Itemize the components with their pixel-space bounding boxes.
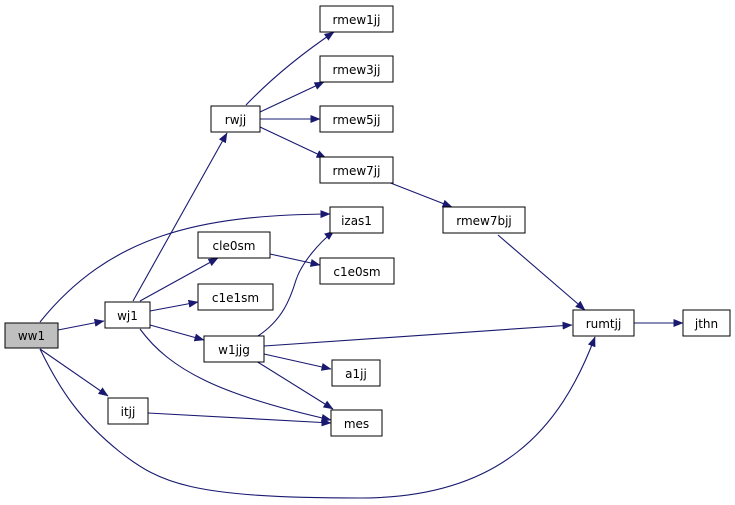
node-rmew7jj[interactable]: rmew7jj bbox=[319, 156, 394, 184]
edge-w1jjg-a1jj bbox=[263, 353, 332, 371]
node-label: rmew1jj bbox=[333, 13, 381, 27]
node-ww1[interactable]: ww1 bbox=[4, 322, 59, 349]
node-label: c1e0sm bbox=[333, 265, 380, 279]
edge-w1jjg-mes bbox=[255, 360, 334, 410]
node-label: rmew5jj bbox=[333, 113, 381, 127]
node-label: rmew7bjj bbox=[456, 214, 512, 228]
node-box bbox=[329, 206, 384, 234]
node-label: rwjj bbox=[225, 113, 246, 127]
edge-line bbox=[39, 348, 109, 397]
node-box bbox=[319, 156, 394, 184]
edges-layer bbox=[39, 31, 684, 499]
edge-ww1-izas1 bbox=[39, 210, 331, 323]
node-w1jjg[interactable]: w1jjg bbox=[203, 335, 265, 363]
node-box bbox=[203, 335, 265, 363]
node-c1e1sm[interactable]: c1e1sm bbox=[197, 283, 274, 311]
edge-line bbox=[57, 318, 105, 331]
node-box bbox=[319, 105, 394, 133]
node-mes[interactable]: mes bbox=[330, 409, 383, 437]
edge-cle0sm-c1e0sm bbox=[269, 253, 321, 267]
edge-line bbox=[497, 234, 586, 311]
node-rmew3jj[interactable]: rmew3jj bbox=[319, 55, 394, 83]
edge-rwjj-rmew7jj bbox=[259, 126, 327, 159]
node-box bbox=[330, 409, 383, 437]
node-itjj[interactable]: itjj bbox=[107, 397, 149, 425]
edge-line bbox=[139, 257, 219, 302]
node-jthn[interactable]: jthn bbox=[682, 309, 731, 337]
edge-wj1-rwjj bbox=[132, 132, 228, 302]
node-rwjj[interactable]: rwjj bbox=[210, 105, 261, 133]
node-box bbox=[210, 105, 261, 133]
node-box bbox=[331, 359, 381, 387]
edge-wj1-c1e1sm bbox=[149, 299, 199, 312]
node-label: c1e1sm bbox=[212, 291, 259, 305]
edge-line bbox=[387, 181, 453, 208]
edge-line bbox=[259, 126, 327, 159]
edge-rwjj-rmew3jj bbox=[259, 81, 325, 113]
node-label: w1jjg bbox=[218, 343, 250, 357]
node-box bbox=[104, 301, 151, 329]
node-label: rmew7jj bbox=[333, 164, 381, 178]
node-box bbox=[572, 309, 635, 337]
node-box bbox=[197, 283, 274, 311]
edge-line bbox=[263, 321, 573, 347]
node-izas1[interactable]: izas1 bbox=[329, 206, 384, 234]
node-label: itjj bbox=[121, 405, 136, 419]
node-c1e0sm[interactable]: c1e0sm bbox=[319, 257, 395, 285]
node-wj1[interactable]: wj1 bbox=[104, 301, 151, 329]
edge-rmew7bjj-rumtjj bbox=[497, 234, 586, 311]
edge-ww1-wj1 bbox=[57, 318, 105, 331]
node-label: mes bbox=[344, 417, 369, 431]
node-box bbox=[319, 55, 394, 83]
node-rumtjj[interactable]: rumtjj bbox=[572, 309, 635, 337]
edge-line bbox=[39, 210, 331, 323]
edge-line bbox=[147, 412, 332, 427]
edge-wj1-w1jjg bbox=[149, 324, 205, 342]
nodes-layer: ww1 wj1 itjj rwjj cle0sm c1e1sm w1jjg r bbox=[4, 5, 731, 437]
node-box bbox=[319, 257, 395, 285]
edge-line bbox=[245, 31, 335, 106]
edge-w1jjg-rumtjj bbox=[263, 321, 573, 347]
node-box bbox=[197, 231, 271, 259]
edge-line bbox=[139, 328, 332, 422]
node-label: ww1 bbox=[18, 329, 45, 343]
edge-wj1-cle0sm bbox=[139, 257, 219, 302]
edge-line bbox=[132, 132, 228, 302]
node-label: izas1 bbox=[341, 214, 372, 228]
node-label: wj1 bbox=[117, 309, 138, 323]
edge-line bbox=[263, 353, 332, 371]
node-box bbox=[442, 206, 526, 234]
node-label: cle0sm bbox=[213, 239, 256, 253]
edge-ww1-rumtjj bbox=[39, 336, 596, 499]
edge-wj1-mes bbox=[139, 328, 332, 422]
node-label: jthn bbox=[694, 317, 718, 331]
edge-w1jjg-izas1 bbox=[257, 230, 335, 337]
node-a1jj[interactable]: a1jj bbox=[331, 359, 381, 387]
node-cle0sm[interactable]: cle0sm bbox=[197, 231, 271, 259]
node-box bbox=[4, 322, 59, 349]
edge-rwjj-rmew1jj bbox=[245, 31, 335, 106]
node-rmew5jj[interactable]: rmew5jj bbox=[319, 105, 394, 133]
edge-line bbox=[39, 336, 596, 499]
edge-line bbox=[255, 360, 334, 410]
node-rmew7bjj[interactable]: rmew7bjj bbox=[442, 206, 526, 234]
node-box bbox=[682, 309, 731, 337]
node-label: a1jj bbox=[345, 367, 367, 381]
node-box bbox=[107, 397, 149, 425]
node-label: rumtjj bbox=[586, 317, 622, 331]
edge-rmew7jj-rmew7bjj bbox=[387, 181, 453, 208]
node-box bbox=[319, 5, 394, 33]
node-label: rmew3jj bbox=[333, 63, 381, 77]
edge-ww1-itjj bbox=[39, 348, 109, 397]
edge-line bbox=[269, 253, 321, 267]
edge-line bbox=[257, 230, 335, 337]
edge-line bbox=[149, 299, 199, 312]
edge-line bbox=[259, 81, 325, 113]
edge-itjj-mes bbox=[147, 412, 332, 427]
edge-line bbox=[149, 324, 205, 342]
node-rmew1jj[interactable]: rmew1jj bbox=[319, 5, 394, 33]
